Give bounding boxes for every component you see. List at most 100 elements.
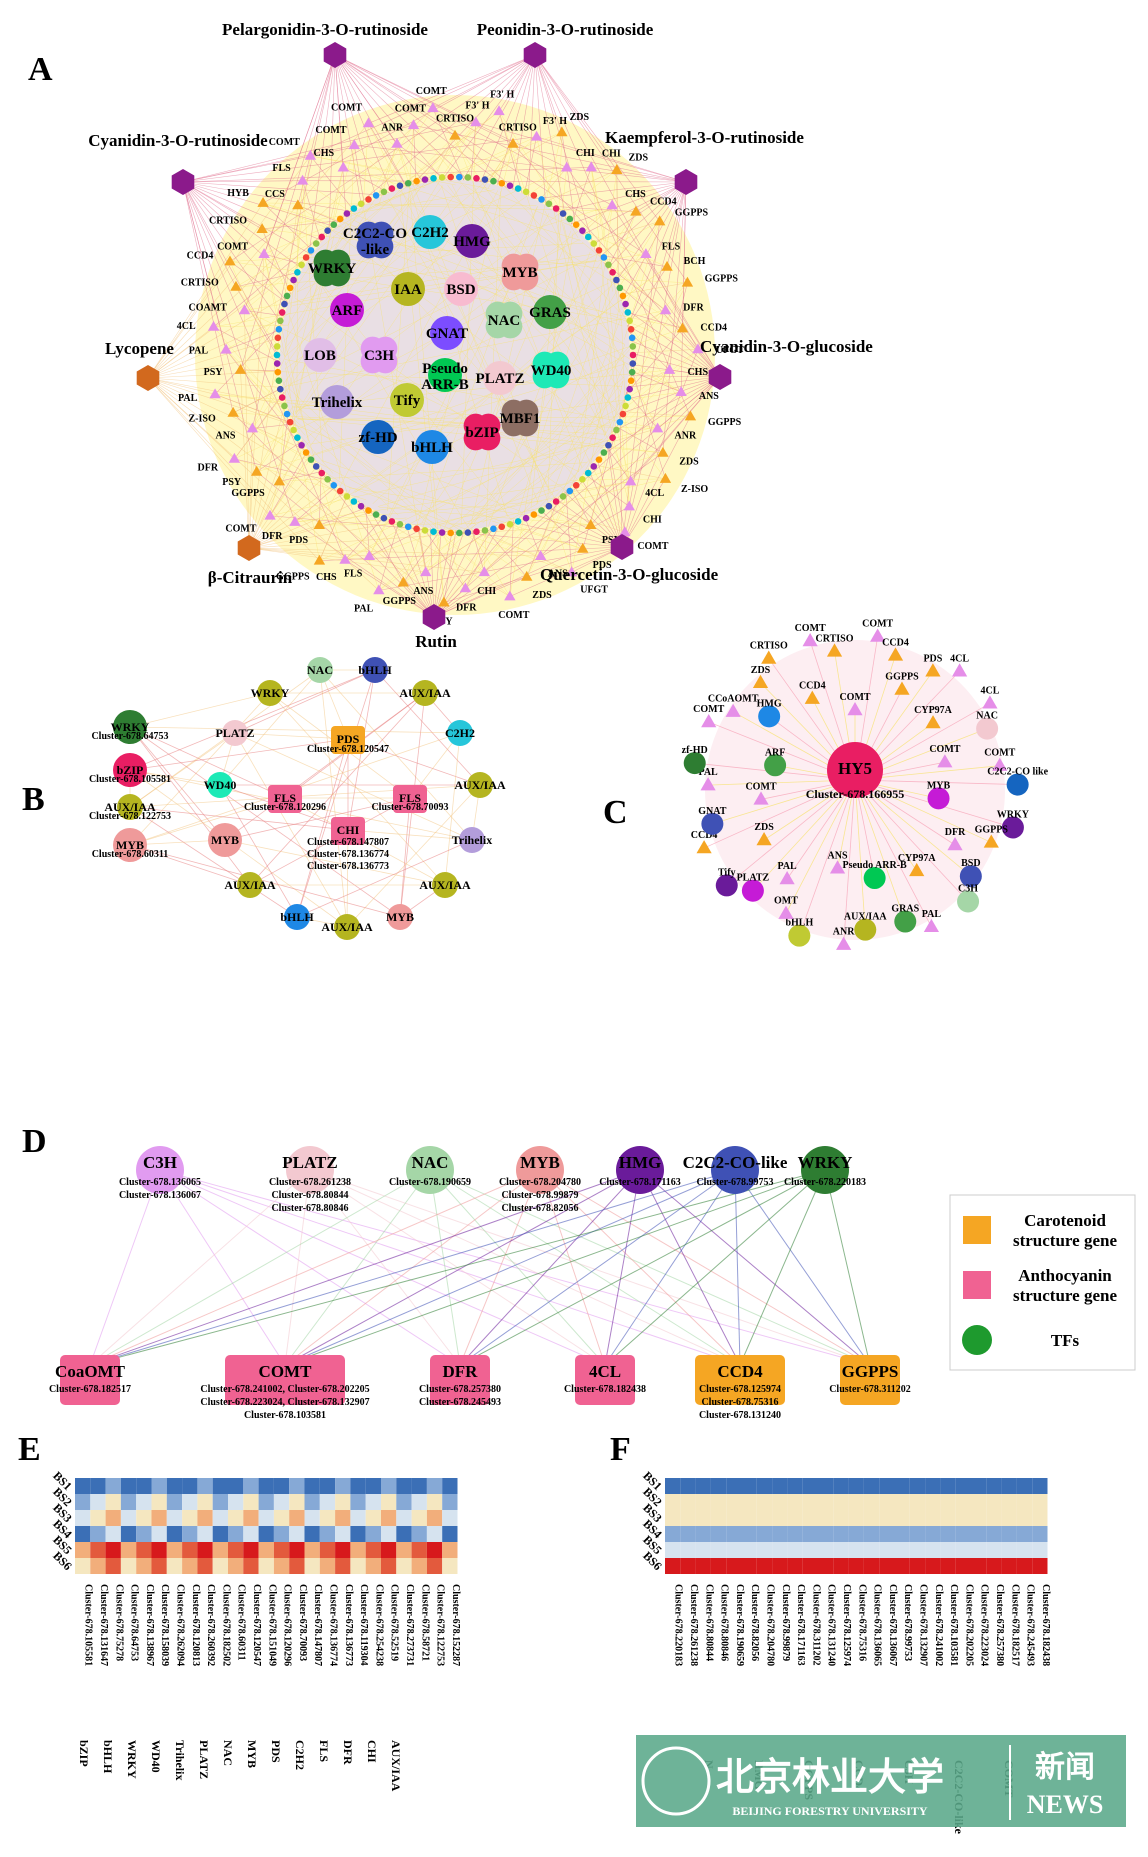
heat-cell	[365, 1558, 381, 1574]
gene-node	[937, 754, 953, 768]
gene-label: ANS	[215, 431, 235, 442]
gene-node	[681, 276, 694, 287]
heat-cell	[955, 1494, 971, 1510]
gene-node	[836, 936, 852, 950]
gene-label: PSY	[204, 367, 224, 378]
col-label: Cluster-678.136773	[343, 1584, 354, 1666]
ring-dot	[413, 525, 420, 533]
cluster-label: Cluster-678.70093	[371, 802, 448, 813]
node-label: GGPPS	[885, 672, 919, 683]
ring-dot	[388, 185, 396, 192]
heat-cell	[136, 1478, 152, 1494]
gene-label: COMT	[395, 104, 426, 115]
node-label: ZDS	[754, 822, 774, 833]
gene-node	[982, 695, 998, 709]
ring-dot	[277, 385, 284, 393]
heat-cell	[833, 1526, 849, 1542]
ring-dot	[559, 210, 567, 217]
tf-label: Pseudo	[422, 361, 468, 377]
gene-label: UFGT	[580, 584, 608, 595]
heat-cell	[879, 1542, 895, 1558]
ring-dot	[350, 205, 358, 212]
tf-node	[117, 794, 143, 820]
heat-cell	[105, 1478, 121, 1494]
tf-node	[286, 1146, 334, 1194]
node-label: PAL	[698, 767, 718, 778]
heat-cell	[756, 1558, 773, 1574]
gene-node	[657, 446, 669, 457]
heat-cell	[665, 1542, 681, 1558]
node-label: bHLH	[358, 663, 392, 677]
node-label: CRTISO	[816, 633, 854, 644]
heat-cell	[258, 1558, 274, 1574]
gene-label: ANR	[675, 431, 697, 442]
tf-label: C2C2-CO	[343, 226, 407, 242]
cluster-label: Cluster-678.80846	[271, 1203, 348, 1214]
ring-dot	[530, 511, 538, 518]
heat-cell	[726, 1478, 742, 1494]
ring-dot	[421, 527, 429, 534]
ring-dot	[506, 182, 514, 190]
tf-label: C2H2	[411, 225, 449, 241]
gene-node	[952, 663, 968, 677]
heat-cell	[710, 1558, 727, 1574]
heat-cell	[442, 1494, 458, 1510]
ring-dot	[290, 426, 297, 434]
node-label: bHLH	[785, 918, 813, 929]
ring-dot	[274, 368, 282, 376]
heat-cell	[971, 1494, 987, 1510]
gene-label: GGPPS	[276, 572, 310, 583]
heat-cell	[335, 1542, 351, 1558]
cluster-label: Cluster-678.136774	[307, 849, 389, 860]
metabolite-label: Cyanidin-3-O-rutinoside	[88, 131, 268, 150]
tf-label: WRKY	[798, 1153, 853, 1172]
ring-dot	[447, 173, 454, 181]
row-label: BS6	[50, 1549, 75, 1574]
metabolite-label: Peonidin-3-O-rutinoside	[477, 20, 654, 39]
tf-node	[356, 221, 394, 259]
tf-label: WD40	[531, 363, 572, 379]
heat-cell	[818, 1558, 834, 1574]
col-label: Cluster-678.261238	[688, 1584, 699, 1666]
tf-node	[758, 705, 781, 728]
ring-dot	[380, 188, 388, 196]
cluster-label: Cluster-678.99879	[501, 1190, 578, 1201]
gene-node	[651, 422, 664, 433]
heat-cell	[741, 1478, 757, 1494]
heat-cell	[680, 1510, 696, 1526]
cluster-label: Cluster-678.103581	[244, 1410, 326, 1421]
gene-label: COMT	[331, 103, 362, 114]
gene-node	[362, 117, 375, 128]
gene-node	[802, 633, 818, 647]
ring-dot	[343, 493, 351, 500]
ring-dot	[350, 498, 358, 505]
heat-cell	[396, 1478, 412, 1494]
heat-cell	[680, 1478, 696, 1494]
heat-cell	[909, 1558, 926, 1574]
heat-cell	[442, 1526, 458, 1542]
gene-node	[292, 199, 304, 210]
heat-cell	[726, 1494, 742, 1510]
node-label: AUX/IAA	[399, 686, 451, 700]
ring-dot	[481, 176, 489, 183]
heat-cell	[925, 1542, 941, 1558]
gene-label: CRTISO	[181, 278, 219, 289]
heat-cell	[350, 1478, 366, 1494]
heat-cell	[258, 1542, 274, 1558]
node-label: COMT	[839, 692, 870, 703]
ring-dot	[609, 268, 616, 276]
cluster-label: Cluster-678.223024, Cluster-678.132907	[200, 1397, 369, 1408]
heat-cell	[289, 1494, 305, 1510]
heat-cell	[833, 1494, 849, 1510]
col-label: Cluster-678.119304	[358, 1584, 369, 1666]
col-label: Cluster-678.190659	[734, 1584, 745, 1666]
heat-cell	[863, 1510, 880, 1526]
ring-dot	[275, 377, 283, 385]
heat-cell	[350, 1542, 366, 1558]
heat-cell	[909, 1526, 926, 1542]
gene-node	[925, 715, 941, 729]
heat-cell	[197, 1494, 213, 1510]
gene-node	[556, 126, 568, 137]
node-label: C2C2-CO like	[987, 767, 1048, 778]
gene-node	[331, 726, 365, 754]
